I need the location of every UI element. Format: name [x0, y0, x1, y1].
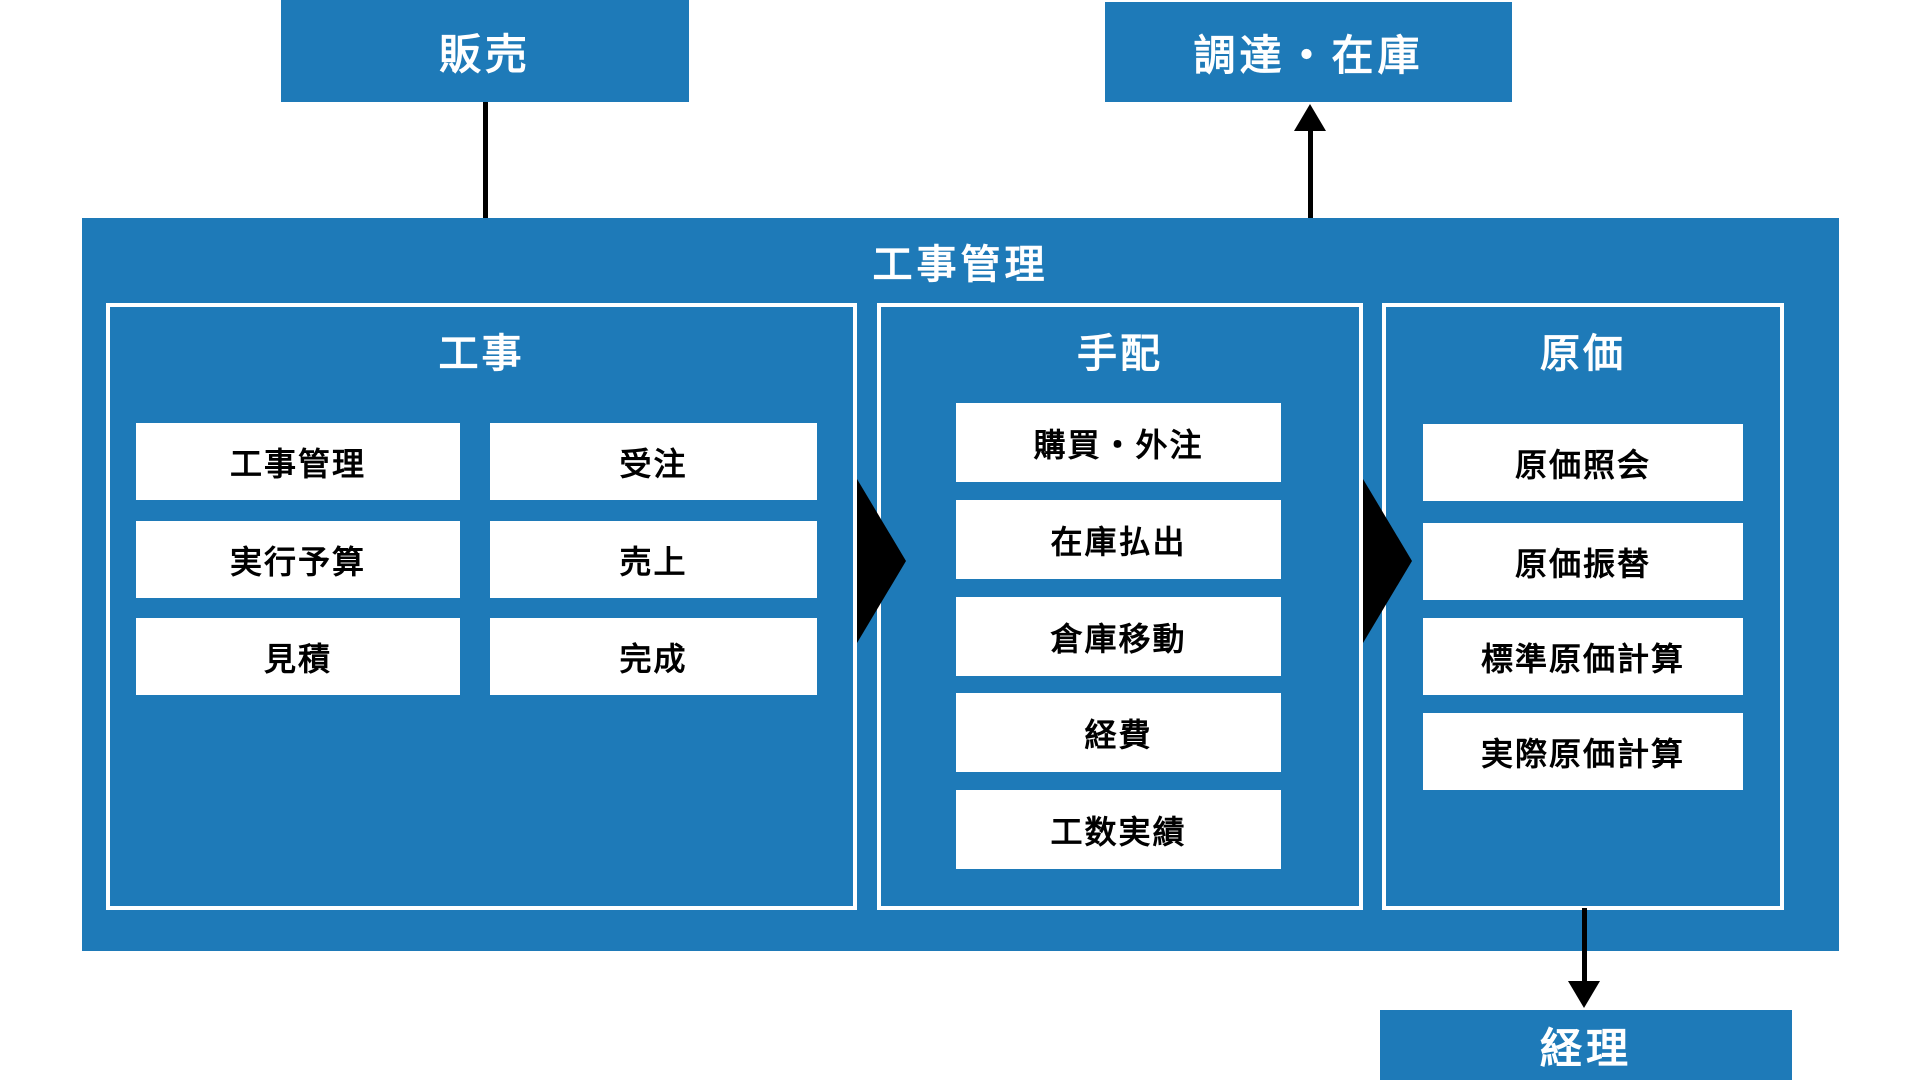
item-uriage-label: 売上 — [619, 543, 688, 580]
item-genka-furikae: 原価振替 — [1423, 523, 1743, 600]
item-kansei: 完成 — [490, 618, 817, 695]
item-juchu: 受注 — [490, 423, 817, 500]
item-koji-kanri-label: 工事管理 — [229, 445, 366, 482]
section-tehai-title: 手配 — [1077, 332, 1163, 376]
container-title: 工事管理 — [872, 243, 1049, 287]
sales-label: 販売 — [438, 30, 531, 78]
item-keihi: 経費 — [956, 693, 1281, 772]
sales-box: 販売 — [281, 0, 689, 102]
item-mitsumori: 見積 — [136, 618, 460, 695]
section-koji: 工事 — [106, 303, 857, 910]
item-jissai-genka-keisan-label: 実際原価計算 — [1480, 735, 1685, 772]
arrow-tehai-to-procurement-head — [1294, 104, 1326, 131]
arrow-genka-to-accounting-head — [1568, 981, 1600, 1008]
item-genka-shokai-label: 原価照会 — [1514, 446, 1651, 483]
item-kobai-gaichu-label: 購買・外注 — [1033, 426, 1204, 463]
accounting-box: 経理 — [1380, 1010, 1792, 1080]
chevron-koji-to-tehai — [857, 479, 906, 643]
section-genka: 原価 — [1382, 303, 1784, 910]
item-mitsumori-label: 見積 — [263, 640, 332, 677]
item-hyojun-genka-keisan-label: 標準原価計算 — [1480, 640, 1685, 677]
arrow-sales-to-koji-line — [483, 102, 488, 277]
item-keihi-label: 経費 — [1084, 716, 1153, 753]
item-kansei-label: 完成 — [619, 640, 688, 677]
item-hyojun-genka-keisan: 標準原価計算 — [1423, 618, 1743, 695]
item-zaiko-haraidashi-label: 在庫払出 — [1050, 523, 1187, 560]
item-juchu-label: 受注 — [619, 445, 688, 482]
item-jissai-genka-keisan: 実際原価計算 — [1423, 713, 1743, 790]
section-koji-title: 工事 — [438, 332, 525, 376]
item-jikko-yosan-label: 実行予算 — [229, 543, 366, 580]
item-soko-ido: 倉庫移動 — [956, 597, 1281, 676]
accounting-label: 経理 — [1539, 1024, 1632, 1072]
item-zaiko-haraidashi: 在庫払出 — [956, 500, 1281, 579]
item-genka-shokai: 原価照会 — [1423, 424, 1743, 501]
item-kobai-gaichu: 購買・外注 — [956, 403, 1281, 482]
item-soko-ido-label: 倉庫移動 — [1050, 620, 1187, 657]
arrow-genka-to-accounting-line — [1582, 908, 1587, 982]
procurement-label: 調達・在庫 — [1193, 31, 1424, 79]
item-koji-kanri: 工事管理 — [136, 423, 460, 500]
chevron-tehai-to-genka — [1363, 479, 1412, 643]
procurement-box: 調達・在庫 — [1105, 2, 1512, 102]
item-jikko-yosan: 実行予算 — [136, 521, 460, 598]
item-kosu-jisseki-label: 工数実績 — [1050, 813, 1187, 850]
item-genka-furikae-label: 原価振替 — [1514, 545, 1651, 582]
section-genka-title: 原価 — [1540, 332, 1626, 376]
item-kosu-jisseki: 工数実績 — [956, 790, 1281, 869]
item-uriage: 売上 — [490, 521, 817, 598]
